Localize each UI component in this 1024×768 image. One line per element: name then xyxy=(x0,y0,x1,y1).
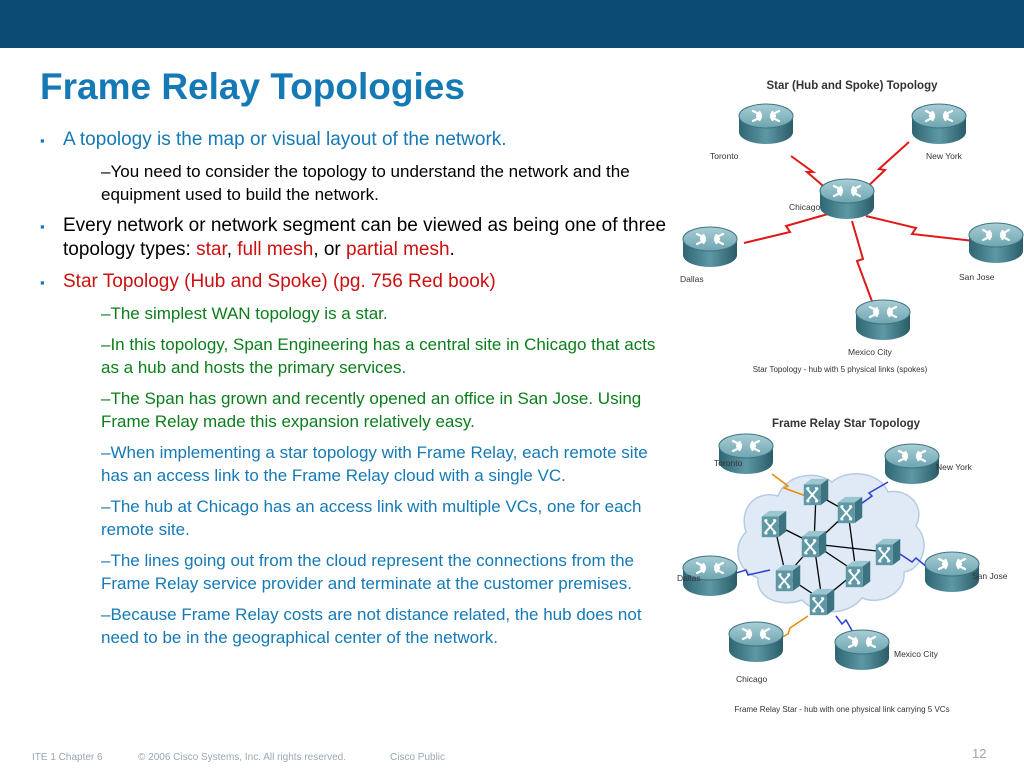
label-chicago: Chicago xyxy=(789,202,820,212)
sub-bullet-chicago-hub: –In this topology, Span Engineering has … xyxy=(101,335,656,377)
router-chicago-icon xyxy=(727,620,785,664)
label-san-jose: San Jose xyxy=(959,272,995,282)
header-bar xyxy=(0,0,1024,48)
frame-switch-5-icon xyxy=(874,537,902,567)
frame-switch-1-icon xyxy=(802,477,830,507)
star-topology-diagram: Star (Hub and Spoke) Topology Toronto Ne… xyxy=(680,80,1024,374)
sub-bullet-multiple-vcs: –The hub at Chicago has an access link w… xyxy=(101,497,642,539)
square-bullet-icon: ▪ xyxy=(40,219,45,234)
sub-bullet-single-vc: –When implementing a star topology with … xyxy=(101,443,648,485)
label-mexico-city: Mexico City xyxy=(848,347,893,357)
slide-title: Frame Relay Topologies xyxy=(40,66,465,107)
router-dallas-icon xyxy=(681,225,739,269)
access-link-toronto xyxy=(771,473,807,497)
frame-switch-4-icon xyxy=(800,529,828,559)
sub-bullet-cloud-lines: –The lines going out from the cloud repr… xyxy=(101,551,634,593)
label-mexico-city: Mexico City xyxy=(894,649,939,659)
frame-switch-3-icon xyxy=(760,509,788,539)
access-link-newyork xyxy=(857,481,889,507)
figure2-title: Frame Relay Star Topology xyxy=(772,418,921,430)
frame-switch-2-icon xyxy=(836,495,864,525)
frame-switch-6-icon xyxy=(844,559,872,589)
term-partial-mesh: partial mesh xyxy=(346,239,450,260)
label-dallas: Dallas xyxy=(680,274,704,284)
square-bullet-icon: ▪ xyxy=(40,275,45,290)
star-links xyxy=(743,141,975,305)
label-toronto: Toronto xyxy=(710,151,739,161)
access-links xyxy=(725,473,929,647)
label-toronto: Toronto xyxy=(714,458,743,468)
footer-copyright: © 2006 Cisco Systems, Inc. All rights re… xyxy=(138,752,347,763)
router-newyork-icon xyxy=(883,442,941,486)
label-dallas: Dallas xyxy=(677,573,701,583)
access-link-mexico xyxy=(835,615,855,635)
footer-course: ITE 1 Chapter 6 xyxy=(32,752,103,763)
link-chicago-newyork xyxy=(862,141,910,192)
bullet-topology-types: ▪ Every network or network segment can b… xyxy=(40,215,667,260)
link-chicago-dallas xyxy=(743,213,829,244)
bullet-topology-definition: ▪ A topology is the map or visual layout… xyxy=(40,128,670,152)
router-newyork-icon xyxy=(910,102,968,146)
page-number: 12 xyxy=(972,746,987,761)
router-toronto-icon xyxy=(737,102,795,146)
link-chicago-sanjose xyxy=(865,215,975,242)
slide-body: ▪ A topology is the map or visual layout… xyxy=(40,128,670,657)
link-chicago-toronto xyxy=(790,155,830,192)
term-full-mesh: full mesh xyxy=(237,239,314,260)
router-sanjose-icon xyxy=(923,550,981,594)
frame-relay-star-diagram: Frame Relay Star Topology Toronto Ne xyxy=(677,418,1008,714)
router-mexico-city-icon xyxy=(854,298,912,342)
sub-bullet-simplest: –The simplest WAN topology is a star. xyxy=(101,304,388,323)
square-bullet-icon: ▪ xyxy=(40,133,45,148)
router-sanjose-icon xyxy=(967,221,1024,265)
figure1-caption: Star Topology - hub with 5 physical link… xyxy=(753,365,928,374)
label-new-york: New York xyxy=(926,151,963,161)
router-mexico-city-icon xyxy=(833,628,891,672)
link-chicago-mexico xyxy=(851,220,874,305)
frame-switch-8-icon xyxy=(808,587,836,617)
label-chicago: Chicago xyxy=(736,674,767,684)
frame-switch-7-icon xyxy=(774,563,802,593)
label-san-jose: San Jose xyxy=(972,571,1008,581)
bullet-star-topology: ▪ Star Topology (Hub and Spoke) (pg. 756… xyxy=(40,270,670,294)
access-link-sanjose xyxy=(899,553,929,569)
figure1-title: Star (Hub and Spoke) Topology xyxy=(766,80,938,92)
router-chicago-icon xyxy=(818,177,876,221)
sub-bullet-san-jose: –The Span has grown and recently opened … xyxy=(101,389,642,431)
sub-bullet-distance: –Because Frame Relay costs are not dista… xyxy=(101,605,642,647)
sub-bullet-consider-topology: –You need to consider the topology to un… xyxy=(101,162,630,204)
footer-classification: Cisco Public xyxy=(390,752,446,763)
term-star: star xyxy=(196,239,227,260)
figure2-caption: Frame Relay Star - hub with one physical… xyxy=(734,705,949,714)
router-toronto-icon xyxy=(717,432,775,476)
label-new-york: New York xyxy=(936,462,973,472)
